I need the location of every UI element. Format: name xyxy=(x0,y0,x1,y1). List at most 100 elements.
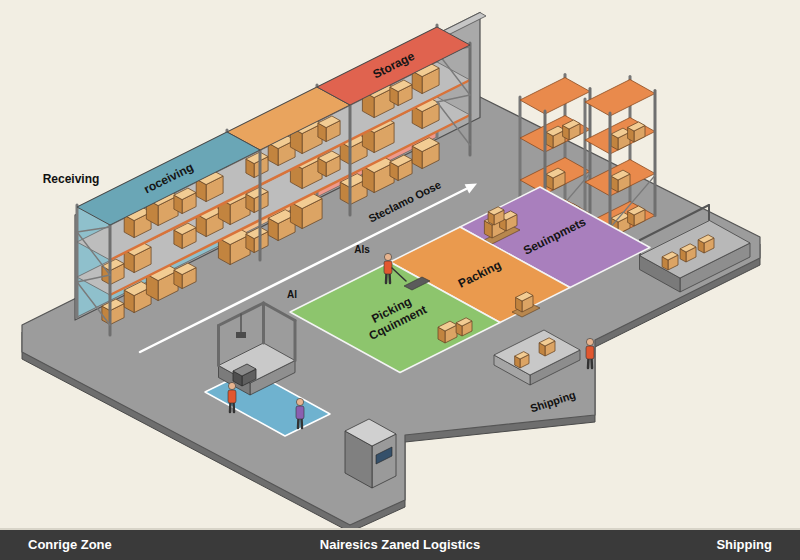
block-face xyxy=(539,338,555,346)
rack-upright xyxy=(259,148,262,260)
block-face xyxy=(611,170,630,180)
cardboard-box xyxy=(628,206,645,226)
worker-leg xyxy=(300,418,303,428)
block-face xyxy=(640,221,751,279)
rack-shelf xyxy=(585,118,655,155)
rack-brace xyxy=(437,95,470,102)
cardboard-box xyxy=(563,120,580,140)
block-face xyxy=(515,352,529,359)
rack-shelf xyxy=(520,78,590,115)
rack-shelf xyxy=(520,116,590,153)
rack-top: Storage xyxy=(317,27,470,105)
worker-body xyxy=(228,390,236,403)
floor-zone: Picking Cquinment xyxy=(290,262,500,373)
jack-handle xyxy=(392,268,406,281)
rack-brace xyxy=(610,176,655,229)
cardboard-box xyxy=(546,168,565,190)
cardboard-box xyxy=(516,292,533,312)
worker-leg xyxy=(232,402,235,412)
worker-body xyxy=(296,406,304,419)
block-face xyxy=(102,299,124,311)
worker-leg xyxy=(385,273,388,283)
kiosk-screen xyxy=(376,447,392,464)
cardboard-box xyxy=(246,227,268,253)
worker-head xyxy=(228,382,235,389)
block-face xyxy=(494,330,580,375)
rack-top xyxy=(227,87,350,150)
station-machine xyxy=(233,364,256,386)
cardboard-box xyxy=(698,235,714,253)
node-fill xyxy=(290,262,500,373)
worker-leg xyxy=(587,358,590,368)
cardboard-box xyxy=(515,352,529,368)
cardboard-box xyxy=(662,252,678,270)
rack-brace xyxy=(77,232,110,275)
node-shape xyxy=(317,27,470,105)
footer-title: Nairesics Zaned Logistics xyxy=(320,537,480,553)
block-face xyxy=(438,321,457,331)
rack-upright xyxy=(589,89,592,214)
cardboard-box xyxy=(102,259,124,285)
block-face xyxy=(628,122,645,131)
worker-body xyxy=(586,346,594,359)
cardboard-box xyxy=(174,263,196,289)
block-face xyxy=(219,343,296,383)
node-fill xyxy=(77,132,260,225)
pallet-rack xyxy=(585,77,655,239)
cardboard-box xyxy=(488,207,504,225)
worker-figure xyxy=(586,338,594,368)
dock-rail xyxy=(640,205,709,240)
scanner-cable xyxy=(240,314,242,332)
block-face xyxy=(246,227,268,239)
rack-shelf xyxy=(520,158,590,195)
cardboard-box xyxy=(102,299,124,325)
block-face xyxy=(174,263,196,275)
worker-leg xyxy=(297,418,300,428)
footer-rule xyxy=(0,528,800,530)
node-fill xyxy=(317,27,470,105)
worker-body xyxy=(384,261,392,274)
worker-figure xyxy=(228,382,236,412)
warehouse-floor xyxy=(22,97,760,525)
rack-upright xyxy=(349,103,352,215)
picking-station xyxy=(219,303,305,428)
cardboard-box xyxy=(680,244,696,262)
cardboard-box xyxy=(611,170,630,192)
station-table xyxy=(219,343,296,395)
cardboard-box xyxy=(390,155,412,181)
rack-upright xyxy=(654,91,657,216)
rack-brace xyxy=(437,102,470,145)
worker-figure xyxy=(296,398,304,428)
block-face xyxy=(488,207,504,215)
rack-shelf xyxy=(585,160,655,197)
cardboard-box xyxy=(628,122,645,142)
block-face xyxy=(680,244,696,252)
dock-post xyxy=(708,205,710,220)
block-face xyxy=(516,292,533,301)
gantry-post xyxy=(262,303,265,343)
rack-top: roceiving xyxy=(77,132,260,225)
scanner xyxy=(236,332,246,338)
block-face xyxy=(456,318,472,326)
worker-leg xyxy=(229,402,232,412)
worker-leg xyxy=(388,273,391,283)
worker-head xyxy=(384,253,391,260)
block-face xyxy=(563,120,580,129)
storage-rack xyxy=(77,25,470,335)
rack-upright xyxy=(109,223,112,335)
cardboard-box xyxy=(611,128,630,150)
block-face xyxy=(345,419,396,446)
gantry-post xyxy=(217,326,220,366)
shipping-conveyor xyxy=(494,330,580,385)
block-face xyxy=(628,206,645,215)
gantry-post xyxy=(294,321,297,361)
worker-tag: Als xyxy=(354,244,370,256)
kiosk xyxy=(345,419,396,488)
worker-leg xyxy=(590,358,593,368)
worker-figure xyxy=(384,253,392,283)
footer-bar xyxy=(0,530,800,560)
cardboard-box xyxy=(546,126,565,148)
rack-deck xyxy=(77,62,470,260)
